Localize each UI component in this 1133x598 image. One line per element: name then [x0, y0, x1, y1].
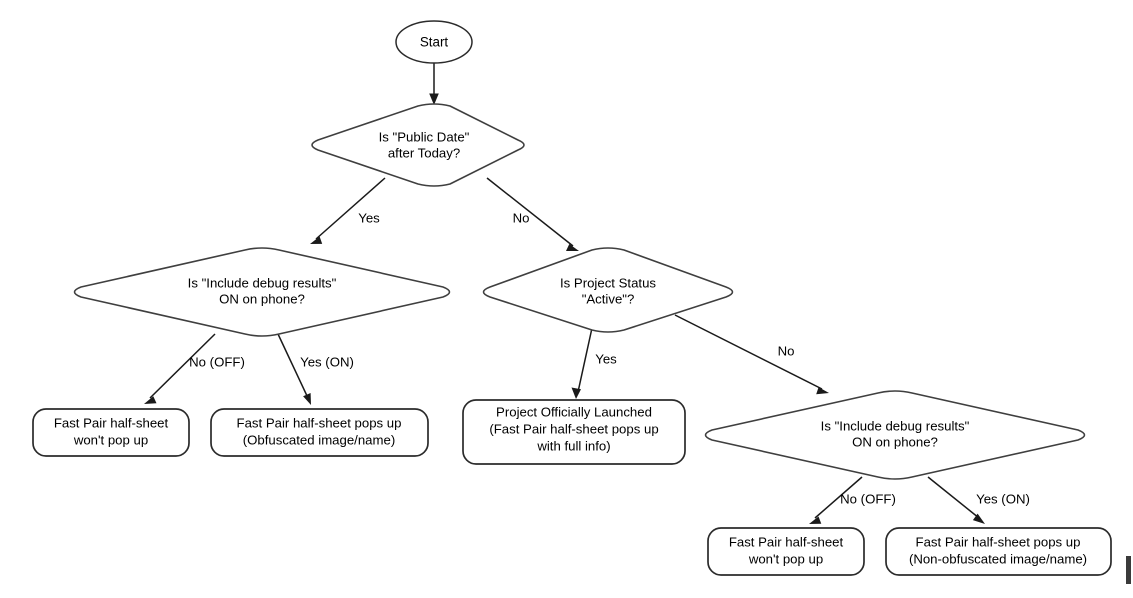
- edge-public-date-yes: Yes: [310, 177, 386, 244]
- edge-status-no: No: [674, 314, 829, 395]
- node-start-label: Start: [420, 35, 449, 50]
- node-start[interactable]: Start: [395, 20, 473, 64]
- node-non-obfuscated-line2: (Non-obfuscated image/name): [909, 551, 1087, 566]
- node-terminal-non-obfuscated[interactable]: Fast Pair half-sheet pops up (Non-obfusc…: [885, 527, 1112, 576]
- node-debug-right-line1: Is "Include debug results": [821, 418, 970, 433]
- node-decision-public-date[interactable]: Is "Public Date" after Today?: [311, 103, 525, 187]
- edge-label-debugright-on: Yes (ON): [976, 491, 1030, 506]
- node-terminal-no-popup-left[interactable]: Fast Pair half-sheet won't pop up: [32, 408, 190, 457]
- edge-label-status-no: No: [778, 343, 795, 358]
- node-terminal-no-popup-right[interactable]: Fast Pair half-sheet won't pop up: [707, 527, 865, 576]
- node-launched-line3: with full info): [536, 438, 610, 453]
- node-debug-right-line2: ON on phone?: [852, 434, 938, 449]
- edge-label-public-no: No: [513, 210, 530, 225]
- node-obfuscated-line1: Fast Pair half-sheet pops up: [237, 415, 402, 430]
- edge-label-debugleft-off: No (OFF): [189, 354, 245, 369]
- node-obfuscated-line2: (Obfuscated image/name): [243, 432, 395, 447]
- edge-label-status-yes: Yes: [595, 351, 617, 366]
- edge-status-yes: Yes: [571, 327, 617, 399]
- node-debug-left-line1: Is "Include debug results": [188, 275, 337, 290]
- node-public-date-line2: after Today?: [388, 145, 460, 160]
- node-decision-debug-left[interactable]: Is "Include debug results" ON on phone?: [73, 247, 451, 337]
- node-terminal-obfuscated[interactable]: Fast Pair half-sheet pops up (Obfuscated…: [210, 408, 429, 457]
- node-launched-line1: Project Officially Launched: [496, 404, 652, 419]
- edge-debug-right-off: No (OFF): [809, 476, 896, 524]
- node-launched-line2: (Fast Pair half-sheet pops up: [489, 421, 658, 436]
- edge-debug-left-off: No (OFF): [144, 333, 245, 404]
- edge-label-public-yes: Yes: [358, 210, 380, 225]
- node-project-status-line1: Is Project Status: [560, 275, 656, 290]
- edge-debug-right-on: Yes (ON): [927, 476, 1030, 524]
- edge-debug-left-on: Yes (ON): [277, 333, 354, 405]
- edge-label-debugleft-on: Yes (ON): [300, 354, 354, 369]
- node-project-status-line2: "Active"?: [582, 291, 635, 306]
- node-non-obfuscated-line1: Fast Pair half-sheet pops up: [916, 534, 1081, 549]
- node-public-date-line1: Is "Public Date": [379, 129, 470, 144]
- node-decision-debug-right[interactable]: Is "Include debug results" ON on phone?: [704, 390, 1086, 480]
- node-no-popup-left-line1: Fast Pair half-sheet: [54, 415, 169, 430]
- node-terminal-launched[interactable]: Project Officially Launched (Fast Pair h…: [462, 399, 686, 465]
- edge-artifact-mark: [1126, 556, 1131, 584]
- edge-start-to-public-date: [429, 62, 439, 105]
- node-no-popup-right-line2: won't pop up: [748, 551, 823, 566]
- node-debug-left-line2: ON on phone?: [219, 291, 305, 306]
- node-no-popup-left-line2: won't pop up: [73, 432, 148, 447]
- edge-public-date-no: No: [486, 177, 579, 251]
- node-no-popup-right-line1: Fast Pair half-sheet: [729, 534, 844, 549]
- edge-label-debugright-off: No (OFF): [840, 491, 896, 506]
- node-decision-project-status[interactable]: Is Project Status "Active"?: [482, 247, 734, 333]
